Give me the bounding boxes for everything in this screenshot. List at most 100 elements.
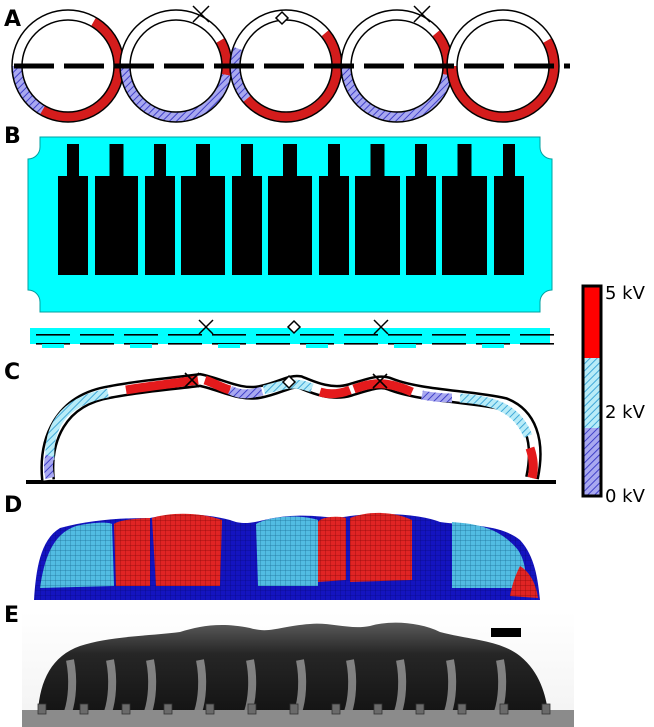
actuator-body: [38, 622, 548, 712]
strip-diamond-marker: [286, 319, 302, 335]
strip-electrode-top: [520, 334, 554, 336]
strip-electrode-bottom: [80, 343, 114, 345]
panel-e-photograph: [22, 612, 574, 727]
colorbar-low-band: [583, 428, 601, 496]
screw-13: [541, 703, 551, 715]
strip-electrode-bottom: [124, 343, 158, 345]
profile-electrode-segment: [525, 446, 538, 480]
strip-membrane: [30, 328, 550, 344]
strip-electrode-top: [168, 334, 202, 336]
fem-segment-cyan-right: [452, 522, 526, 588]
colorbar-mid-band: [583, 358, 601, 428]
electrode-arc: [341, 65, 452, 122]
profile-electrode-segment: [352, 379, 414, 397]
frame-band-2: [104, 659, 117, 714]
screw-9: [373, 703, 383, 715]
panel-label-e: E: [4, 603, 19, 628]
electrode-arc: [12, 10, 96, 67]
colorbar-frame: [581, 284, 603, 498]
actuator-frame-bands: [64, 659, 507, 714]
strip-tab: [306, 344, 328, 348]
strip-electrode-top: [212, 334, 246, 336]
panel-label-c: C: [4, 360, 20, 385]
profile-electrode-segment: [318, 385, 352, 399]
fem-segment-red-4: [350, 512, 412, 582]
profile-electrode-segment: [44, 454, 55, 480]
electrode-arc: [447, 10, 552, 67]
frame-band-10: [494, 659, 507, 714]
strip-cross-marker: [198, 319, 214, 335]
strip-electrode-top: [256, 334, 290, 336]
screw-4: [163, 703, 173, 715]
electrode-arc: [233, 10, 329, 51]
strip-electrode-top: [432, 334, 466, 336]
electrode-11: [494, 144, 524, 275]
strip-electrode-bottom: [388, 343, 422, 345]
frame-band-4: [194, 659, 207, 714]
electrode-array: [58, 144, 524, 275]
strip-electrode-bottom: [300, 343, 334, 345]
profile-cross-marker: [184, 372, 200, 388]
electrode-arc: [447, 65, 559, 122]
colorbar-bottom-label: 0 kV: [605, 486, 646, 507]
fem-segment-red-1: [114, 518, 150, 586]
strip-electrode-bottom: [476, 343, 510, 345]
electrode-arc: [243, 65, 342, 122]
electrode-1: [58, 144, 88, 275]
photo-base-plate: [22, 710, 574, 727]
strip-electrode-bottom: [212, 343, 246, 345]
strip-electrode-top: [344, 334, 378, 336]
diamond-marker: [274, 10, 290, 26]
screw-2: [79, 703, 89, 715]
screw-6: [247, 703, 257, 715]
fem-segment-cyan-mid: [256, 516, 318, 586]
panel-label-a: A: [4, 7, 21, 32]
profile-electrode-segment: [203, 375, 232, 395]
electrode-arc: [120, 65, 153, 115]
profile-electrode-segment: [421, 390, 453, 403]
panel-d-fem-simulation: [34, 512, 540, 600]
screw-11: [457, 703, 467, 715]
cross-marker: [413, 5, 431, 23]
screw-8: [331, 703, 341, 715]
electrode-9: [406, 144, 436, 275]
strip-electrode-top: [300, 334, 334, 336]
colorbar-top-label: 5 kV: [605, 283, 646, 304]
strip-tab: [218, 344, 240, 348]
strip-electrode-bottom: [432, 343, 466, 345]
profile-electrode-segment: [459, 393, 533, 438]
panel-label-b: B: [4, 124, 21, 149]
electrode-5: [232, 144, 262, 275]
strip-tab: [130, 344, 152, 348]
fem-segment-cyan-left: [40, 522, 114, 588]
strip-electrode-top: [36, 334, 70, 336]
colorbar-mid-label: 2 kV: [605, 402, 646, 423]
screw-7: [289, 703, 299, 715]
fem-segment-red-3: [318, 516, 346, 582]
profile-electrode-segment: [45, 388, 109, 461]
screw-12: [499, 703, 509, 715]
strip-tab: [394, 344, 416, 348]
fem-segment-red-end: [510, 566, 538, 598]
strip-electrode-bottom: [256, 343, 290, 345]
electrode-arc: [230, 47, 251, 102]
frame-band-7: [344, 659, 357, 714]
frame-band-1: [64, 659, 77, 714]
cross-marker: [192, 5, 210, 23]
frame-band-9: [444, 659, 457, 714]
electrode-arc: [120, 10, 225, 67]
electrode-7: [319, 144, 349, 275]
panel-c-deformed-profile: [26, 372, 556, 484]
strip-electrode-top: [80, 334, 114, 336]
electrode-arc: [12, 65, 45, 115]
electrode-10: [442, 144, 487, 275]
profile-electrode-segment: [227, 385, 264, 399]
strip-tab: [482, 344, 504, 348]
frame-band-3: [144, 659, 157, 714]
scale-bar: [491, 628, 521, 637]
strip-tab: [42, 344, 64, 348]
screw-5: [205, 703, 215, 715]
frame-band-6: [294, 659, 307, 714]
strip-electrode-top: [476, 334, 510, 336]
panel-a-cross-sections: [11, 5, 570, 123]
